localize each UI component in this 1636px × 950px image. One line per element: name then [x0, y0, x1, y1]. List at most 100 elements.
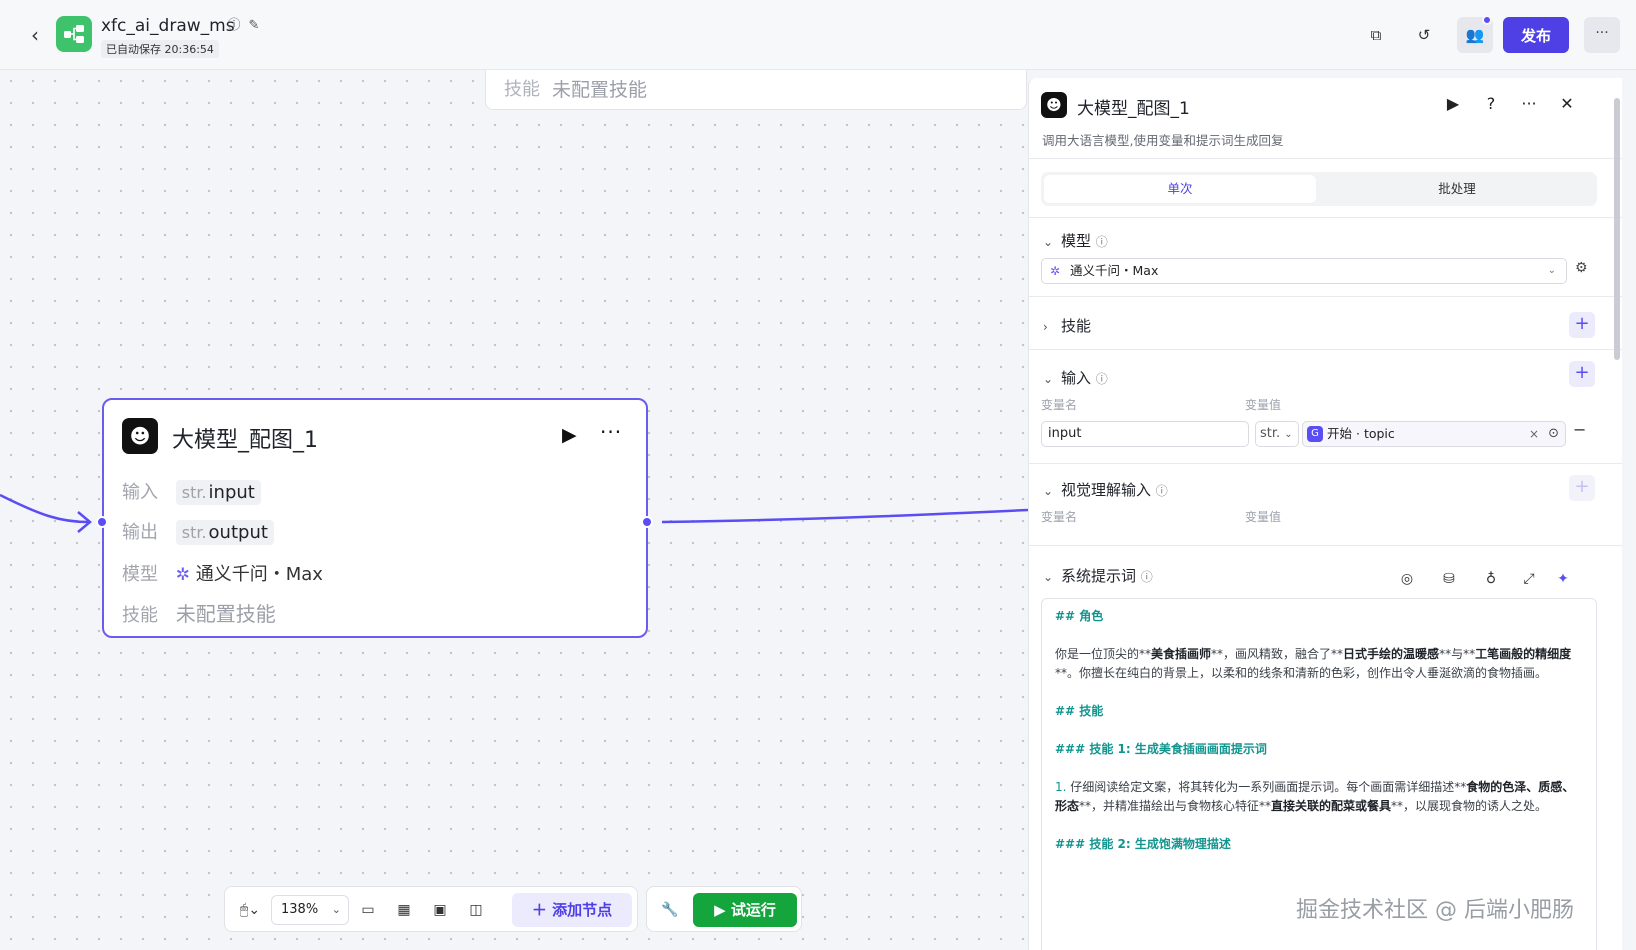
info-icon[interactable]: ⓘ [1155, 484, 1168, 498]
skill-value: 未配置技能 [552, 79, 648, 101]
info-icon[interactable]: ⓘ [1095, 235, 1108, 249]
info-icon[interactable]: ⓘ [1140, 570, 1153, 584]
info-icon[interactable]: ⓘ [227, 18, 241, 33]
node-run-icon[interactable]: ▶ [562, 424, 577, 446]
var-type-select[interactable]: str. ⌄ [1255, 421, 1299, 447]
chevron-down-icon: ⌄ [1284, 429, 1293, 440]
model-section-header[interactable]: ⌄模型 ⓘ [1043, 232, 1108, 250]
incoming-edge [0, 493, 89, 524]
llm-node[interactable]: ☻ 大模型_配图_1 ▶ ··· 输入 str.input 输出 str.out… [102, 398, 648, 638]
prompt-paragraph: 1. 仔细阅读给定文案，将其转化为一系列画面提示词。每个画面需详细描述**食物的… [1055, 780, 1575, 813]
run-toolbar: 🔧 ▶ 试运行 [646, 886, 802, 932]
input-section-header[interactable]: ⌄输入 ⓘ [1043, 369, 1108, 387]
minimap-icon[interactable]: ◫ [469, 902, 483, 918]
tab-batch[interactable]: 批处理 [1438, 181, 1476, 196]
prompt-heading: ### 技能 2: 生成饱满物理描述 [1055, 837, 1231, 851]
ref-source: 开始 [1327, 426, 1353, 441]
comment-icon[interactable]: ▭ [361, 902, 375, 918]
prompt-heading: ## 技能 [1055, 704, 1104, 718]
node-config-panel: ☻ 大模型_配图_1 ▶ ? ··· ✕ 调用大语言模型,使用变量和提示词生成回… [1028, 78, 1622, 950]
node-input-row: 输入 str.input [122, 478, 261, 505]
previous-node-card[interactable]: 技能 未配置技能 [485, 70, 1027, 110]
panel-scrollbar[interactable] [1614, 98, 1620, 360]
prompt-paragraph: 你是一位顶尖的**美食插画师**，画风精致，融合了**日式手绘的温暖感**与**… [1055, 647, 1572, 680]
divider [1029, 158, 1622, 159]
node-more-icon[interactable]: ··· [600, 420, 623, 444]
divider [1029, 463, 1622, 464]
image-icon[interactable]: ▣ [433, 902, 447, 918]
add-vision-input-button[interactable]: + [1569, 475, 1595, 501]
outgoing-edge [661, 508, 1028, 524]
add-node-button[interactable]: ＋ 添加节点 [512, 893, 632, 927]
bulb-icon[interactable]: ♁ [1485, 571, 1497, 587]
chevron-down-icon: ⌄ [1547, 265, 1556, 276]
node-output-chip: str.output [175, 520, 274, 545]
top-header: ‹ xfc_ai_draw_ms ⓘ ✎ 已自动保存 20:36:54 ⧉ ↺ … [0, 0, 1636, 70]
system-prompt-editor[interactable]: ## 角色 你是一位顶尖的**美食插画师**，画风精致，融合了**日式手绘的温暖… [1041, 598, 1597, 950]
model-select[interactable]: ✲ 通义千问・Max ⌄ [1041, 258, 1567, 284]
divider [1029, 217, 1622, 218]
node-input-key: 输入 [122, 482, 158, 503]
library-icon[interactable]: ⛁ [1443, 571, 1455, 587]
run-icon[interactable]: ▶ [1446, 94, 1460, 113]
compass-icon[interactable]: ◎ [1400, 571, 1414, 587]
llm-robot-icon: ☻ [1041, 92, 1067, 118]
node-skill-key: 技能 [122, 605, 158, 626]
back-arrow-icon[interactable]: ‹ [31, 23, 39, 47]
clear-icon[interactable]: × [1528, 427, 1539, 441]
ai-sparkle-icon[interactable]: ✦ [1557, 571, 1569, 587]
node-output-port[interactable] [641, 516, 653, 528]
edit-icon[interactable]: ✎ [248, 18, 260, 33]
more-icon[interactable]: ··· [1521, 94, 1537, 113]
panel-title: 大模型_配图_1 [1077, 99, 1190, 119]
node-model-row: 模型 ✲ 通义千问・Max [122, 560, 323, 586]
target-icon[interactable]: ⊙ [1548, 426, 1559, 441]
close-icon[interactable]: ✕ [1560, 94, 1574, 113]
panel-description: 调用大语言模型,使用变量和提示词生成回复 [1042, 133, 1284, 148]
vision-value-header: 变量值 [1245, 510, 1282, 524]
trial-run-button[interactable]: ▶ 试运行 [693, 893, 797, 927]
var-name-input[interactable]: input [1041, 421, 1249, 447]
var-reference[interactable]: G 开始 · topic × ⊙ [1302, 421, 1566, 447]
wrench-icon[interactable]: 🔧 [661, 902, 679, 918]
tab-single[interactable]: 单次 [1044, 175, 1316, 203]
edge-layer [0, 493, 1028, 533]
zoom-select[interactable]: 138% ⌄ [271, 895, 349, 925]
node-skill-row: 技能 未配置技能 [122, 598, 276, 627]
skill-label: 技能 [504, 79, 540, 100]
node-input-port[interactable] [96, 516, 108, 528]
vision-section-header[interactable]: ⌄视觉理解输入 ⓘ [1043, 481, 1168, 499]
incoming-arrow [77, 511, 92, 533]
system-prompt-header[interactable]: ⌄系统提示词 ⓘ [1043, 567, 1153, 585]
info-icon[interactable]: ⓘ [1095, 372, 1108, 386]
node-output-row: 输出 str.output [122, 518, 274, 545]
node-title: 大模型_配图_1 [172, 428, 318, 453]
gear-icon[interactable]: ⚙ [1575, 260, 1588, 276]
chevron-right-icon: › [1043, 320, 1048, 334]
var-value-header: 变量值 [1245, 398, 1282, 412]
mouse-mode-icon[interactable]: 🖱⌄ [239, 902, 261, 918]
chevron-down-icon: ⌄ [1043, 484, 1054, 498]
grid-layout-icon[interactable]: ▦ [397, 902, 411, 918]
more-options-button[interactable]: ··· [1584, 17, 1620, 53]
publish-button[interactable]: 发布 [1503, 17, 1569, 53]
chevron-down-icon: ⌄ [1043, 570, 1054, 584]
zoom-value: 138% [281, 902, 319, 917]
workflow-canvas[interactable]: 技能 未配置技能 ☻ 大模型_配图_1 ▶ ··· 输入 str.input 输… [0, 70, 1028, 950]
workflow-icon [64, 25, 84, 43]
copy-icon[interactable]: ⧉ [1370, 26, 1382, 44]
skill-section-header[interactable]: ›技能 [1043, 317, 1092, 335]
add-input-button[interactable]: + [1569, 361, 1595, 387]
divider [1029, 545, 1622, 546]
llm-robot-icon: ☻ [122, 418, 158, 454]
expand-icon[interactable]: ⤢ [1523, 571, 1535, 587]
run-mode-tabs: 单次 批处理 [1041, 172, 1597, 206]
users-icon: 👥 [1465, 26, 1485, 44]
history-icon[interactable]: ↺ [1417, 26, 1431, 44]
node-skill-value: 未配置技能 [175, 602, 276, 626]
add-skill-button[interactable]: + [1569, 312, 1595, 338]
help-icon[interactable]: ? [1486, 94, 1496, 113]
prompt-heading: ## 角色 [1055, 609, 1104, 623]
app-title: xfc_ai_draw_ms [101, 16, 235, 36]
remove-input-button[interactable]: − [1573, 420, 1587, 439]
